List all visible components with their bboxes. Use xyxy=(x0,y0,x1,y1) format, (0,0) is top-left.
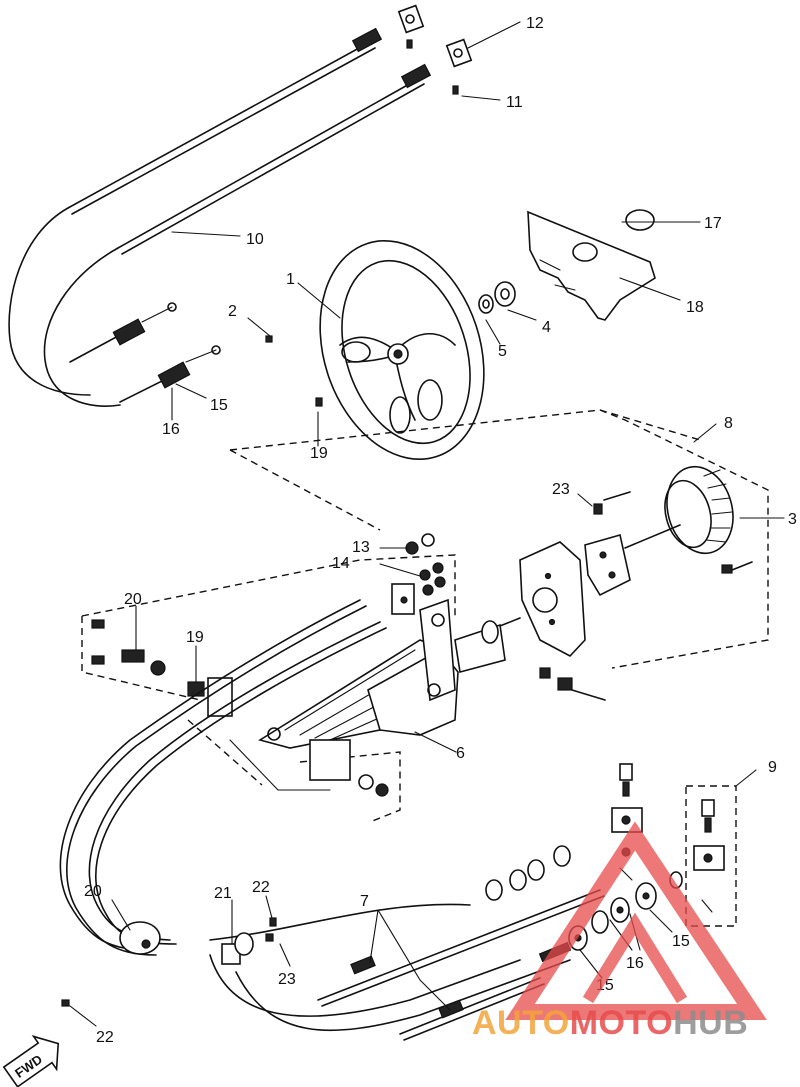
callout-6: 6 xyxy=(456,745,465,762)
nut-4 xyxy=(494,281,516,307)
callout-5: 5 xyxy=(498,343,507,360)
watermark-part-moto: MOTO xyxy=(570,1004,673,1042)
callout-18: 18 xyxy=(686,299,704,316)
group-9-outline xyxy=(685,785,737,927)
callout-20-top: 20 xyxy=(124,591,142,608)
bolts-20 xyxy=(91,619,233,717)
callout-1: 1 xyxy=(286,271,295,288)
cable-clamp-21 xyxy=(221,932,254,965)
helm-mount-plate xyxy=(494,524,681,657)
watermark-text: AUTOMOTOHUB xyxy=(472,1004,748,1042)
svg-text:AUTOMOTOHUB: AUTOMOTOHUB xyxy=(472,1004,748,1042)
callout-21: 21 xyxy=(214,885,232,902)
callout-23-bottom: 23 xyxy=(278,971,296,988)
steering-cover-18 xyxy=(527,210,656,321)
emblem-17 xyxy=(625,209,655,231)
bezel-3 xyxy=(664,465,734,555)
callout-4: 4 xyxy=(542,319,551,336)
callout-12: 12 xyxy=(526,15,544,32)
lower-control-cables xyxy=(59,599,605,1041)
clamp-block-14 xyxy=(309,583,415,781)
washer-5 xyxy=(478,294,494,314)
callout-13: 13 xyxy=(352,539,370,556)
callout-3: 3 xyxy=(788,511,797,528)
callout-15-top: 15 xyxy=(210,397,228,414)
helm-bolts xyxy=(539,491,753,701)
callout-labels: 12 11 10 17 1 18 2 4 5 15 16 19 8 23 3 1… xyxy=(84,15,797,1046)
callout-10: 10 xyxy=(246,231,264,248)
tilt-bracket-6 xyxy=(258,598,506,749)
callout-20-bottom: 20 xyxy=(84,883,102,900)
callout-22-bottom: 22 xyxy=(96,1029,114,1046)
cable-end-fitting-upper xyxy=(351,27,432,89)
callout-14: 14 xyxy=(332,555,350,572)
callout-23-top: 23 xyxy=(552,481,570,498)
callout-11: 11 xyxy=(506,94,523,111)
callout-7: 7 xyxy=(360,893,369,910)
callout-8: 8 xyxy=(724,415,733,432)
callout-16-bottom: 16 xyxy=(626,955,644,972)
callout-15-right: 15 xyxy=(672,933,690,950)
callout-9: 9 xyxy=(768,759,777,776)
watermark-part-auto: AUTO xyxy=(472,1004,570,1042)
washers-nuts-15-16 xyxy=(485,845,683,951)
callout-22-top: 22 xyxy=(252,879,270,896)
callout-17: 17 xyxy=(704,215,722,232)
steering-wheel xyxy=(319,239,485,461)
fwd-arrow-icon: FWD xyxy=(2,1035,60,1087)
watermark-part-hub: HUB xyxy=(673,1004,748,1042)
callout-16-top: 16 xyxy=(162,421,180,438)
control-cables-top xyxy=(8,4,473,407)
cable-clamp-20 xyxy=(119,921,161,955)
callout-19-mid: 19 xyxy=(186,629,204,646)
callout-19-top: 19 xyxy=(310,445,328,462)
cable-plate-12 xyxy=(397,4,473,68)
helm-group-8-outline xyxy=(229,409,769,669)
watermark-logo xyxy=(505,821,767,1020)
callout-2: 2 xyxy=(228,303,237,320)
nuts-13 xyxy=(405,533,446,596)
